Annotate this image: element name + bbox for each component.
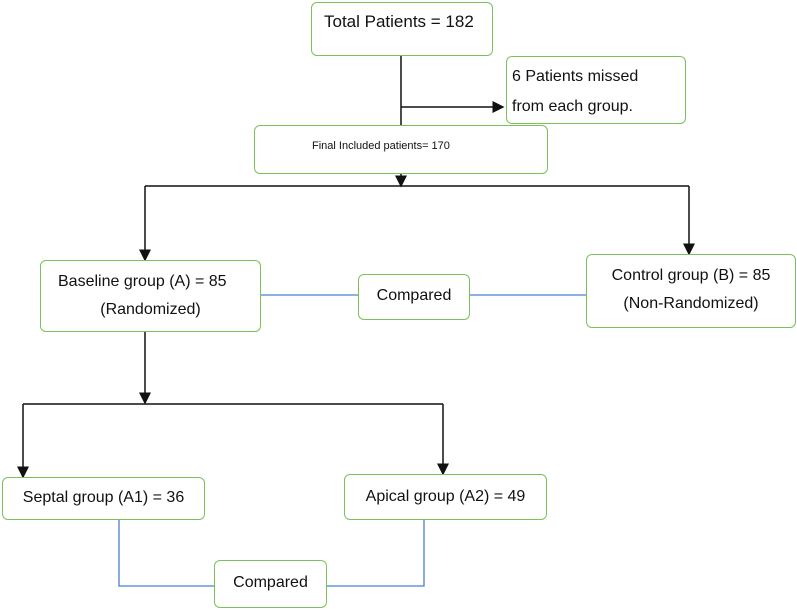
- missed-patients-label-2: from each group.: [512, 98, 633, 115]
- baseline-group-label-2: (Randomized): [100, 301, 201, 318]
- compare-line-septal: [118, 520, 214, 587]
- control-group-label-1: Control group (B) = 85: [611, 267, 771, 284]
- compared-box-bottom: [214, 560, 327, 608]
- compared-label-top: Compared: [376, 287, 452, 304]
- final-included-box: [254, 125, 548, 174]
- compare-line-apical: [327, 520, 425, 587]
- total-patients-label: Total Patients = 182: [324, 12, 474, 31]
- septal-group-box: [2, 477, 205, 520]
- final-included-label: Final Included patients= 170: [312, 140, 450, 152]
- control-group-box: [586, 254, 796, 328]
- baseline-group-label-1: Baseline group (A) = 85: [58, 273, 227, 290]
- missed-patients-label-1: 6 Patients missed: [512, 68, 639, 85]
- apical-group-box: [344, 474, 547, 520]
- control-group-label-2: (Non-Randomized): [623, 295, 759, 312]
- total-patients-box: [311, 2, 493, 56]
- compared-label-bottom: Compared: [233, 574, 308, 591]
- apical-group-label: Apical group (A2) = 49: [365, 488, 526, 505]
- compared-box-top: [358, 274, 470, 320]
- missed-patients-box: [506, 56, 686, 124]
- baseline-group-box: [40, 260, 261, 332]
- septal-group-label: Septal group (A1) = 36: [22, 489, 185, 506]
